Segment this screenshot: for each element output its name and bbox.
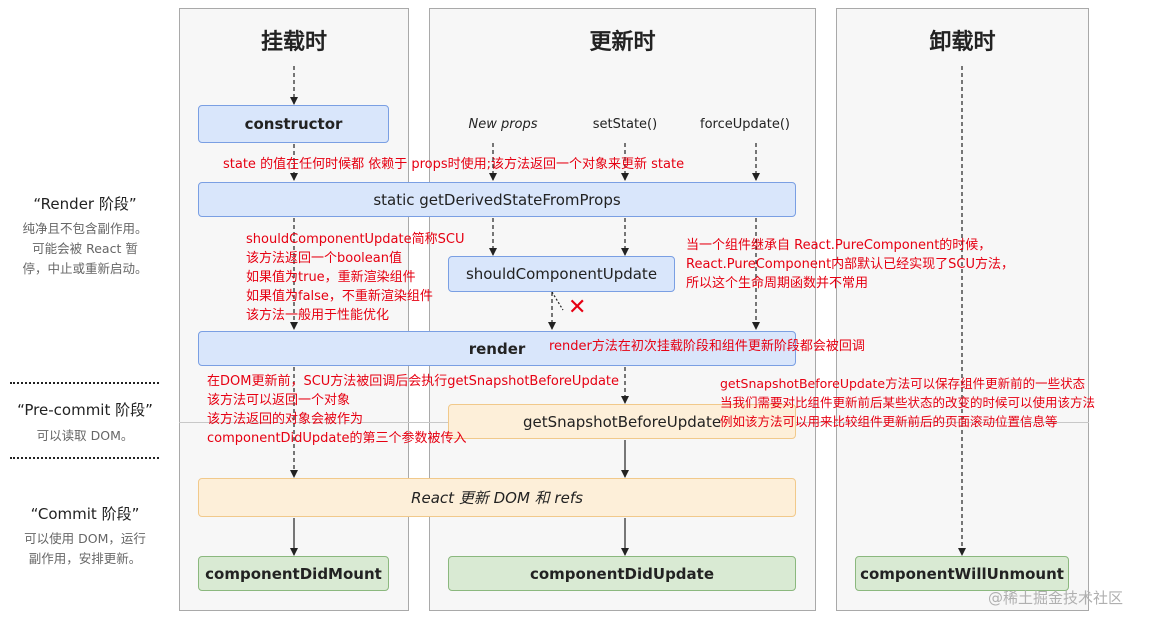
render-phase-desc: 纯净且不包含副作用。 可能会被 React 暂 停，中止或重新启动。 — [0, 219, 170, 279]
scu-box: shouldComponentUpdate — [448, 256, 675, 292]
note-scu-line: 如果值为true，重新渲染组件 — [246, 270, 416, 285]
watermark: @稀土掘金技术社区 — [988, 589, 1124, 607]
render-phase-title: “Render 阶段” — [33, 195, 137, 213]
note-scu-line: 如果值为false，不重新渲染组件 — [246, 289, 433, 304]
trigger-set-state: setState() — [592, 117, 658, 132]
note-pure-line: React.PureComponent内部默认已经实现了SCU方法， — [686, 257, 1015, 272]
close-icon: ✕ — [568, 295, 587, 320]
note-gsbu-left-line: componentDidUpdate的第三个参数被传入 — [207, 431, 467, 446]
note-scu-line: 该方法返回一个boolean值 — [246, 251, 402, 266]
gdsfp-box: static getDerivedStateFromProps — [198, 182, 796, 217]
arrow-scu-false — [551, 291, 564, 311]
phase-divider-2 — [10, 457, 159, 459]
did-update-box: componentDidUpdate — [448, 556, 796, 591]
commit-phase-desc-line: 可以使用 DOM，运行 — [24, 531, 146, 546]
phase-divider-1 — [10, 382, 159, 384]
note-pure-line: 所以这个生命周期函数并不常用 — [686, 276, 869, 291]
note-gsbu-left-line: 在DOM更新前，SCU方法被回调后会执行getSnapshotBeforeUpd… — [207, 374, 620, 389]
render-box: render — [198, 331, 796, 366]
note-gsbu-right-line: 当我们需要对比组件更新前后某些状态的改变的时候可以使用该方法 — [720, 395, 1096, 410]
precommit-phase-desc: 可以读取 DOM。 — [0, 426, 170, 446]
constructor-box: constructor — [198, 105, 389, 143]
note-gsbu-right: getSnapshotBeforeUpdate方法可以保存组件更新前的一些状态 … — [720, 374, 1095, 431]
note-scu-line: shouldComponentUpdate简称SCU — [246, 232, 465, 247]
note-gsbu-right-line: getSnapshotBeforeUpdate方法可以保存组件更新前的一些状态 — [720, 376, 1086, 391]
render-phase-desc-line: 可能会被 React 暂 — [32, 241, 138, 256]
note-gdsfp: state 的值在任何时候都 依赖于 props时使用;该方法返回一个对象来更新… — [223, 157, 685, 172]
note-gsbu-right-line: 例如该方法可以用来比较组件更新前后的页面滚动位置信息等 — [720, 414, 1058, 429]
note-pure-line: 当一个组件继承自 React.PureComponent的时候， — [686, 238, 992, 253]
note-pure-component: 当一个组件继承自 React.PureComponent的时候， React.P… — [686, 236, 1014, 293]
unmount-column-title: 卸载时 — [929, 30, 996, 55]
note-scu-line: 该方法一般用于性能优化 — [246, 308, 390, 323]
trigger-new-props: New props — [468, 117, 538, 132]
commit-phase-desc-line: 副作用，安排更新。 — [28, 551, 142, 566]
precommit-phase-desc-line: 可以读取 DOM。 — [36, 428, 134, 443]
note-gsbu-left-line: 该方法返回的对象会被作为 — [207, 412, 364, 427]
update-column-title: 更新时 — [589, 30, 656, 55]
will-unmount-box: componentWillUnmount — [855, 556, 1069, 591]
trigger-force-update: forceUpdate() — [700, 117, 790, 132]
render-phase-desc-line: 纯净且不包含副作用。 — [22, 221, 148, 236]
mount-column-title: 挂载时 — [260, 30, 327, 55]
precommit-phase-title: “Pre-commit 阶段” — [17, 401, 153, 419]
note-render: render方法在初次挂载阶段和组件更新阶段都会被回调 — [549, 339, 865, 354]
gsbu-box: getSnapshotBeforeUpdate — [448, 404, 796, 439]
did-mount-box: componentDidMount — [198, 556, 389, 591]
note-gsbu-left: 在DOM更新前，SCU方法被回调后会执行getSnapshotBeforeUpd… — [207, 372, 619, 448]
render-phase-desc-line: 停，中止或重新启动。 — [22, 261, 148, 276]
note-gsbu-left-line: 该方法可以返回一个对象 — [207, 393, 351, 408]
commit-phase-title: “Commit 阶段” — [30, 505, 140, 523]
commit-phase-desc: 可以使用 DOM，运行 副作用，安排更新。 — [0, 529, 170, 569]
react-update-box: React 更新 DOM 和 refs — [198, 478, 796, 517]
note-scu: shouldComponentUpdate简称SCU 该方法返回一个boolea… — [246, 230, 464, 325]
